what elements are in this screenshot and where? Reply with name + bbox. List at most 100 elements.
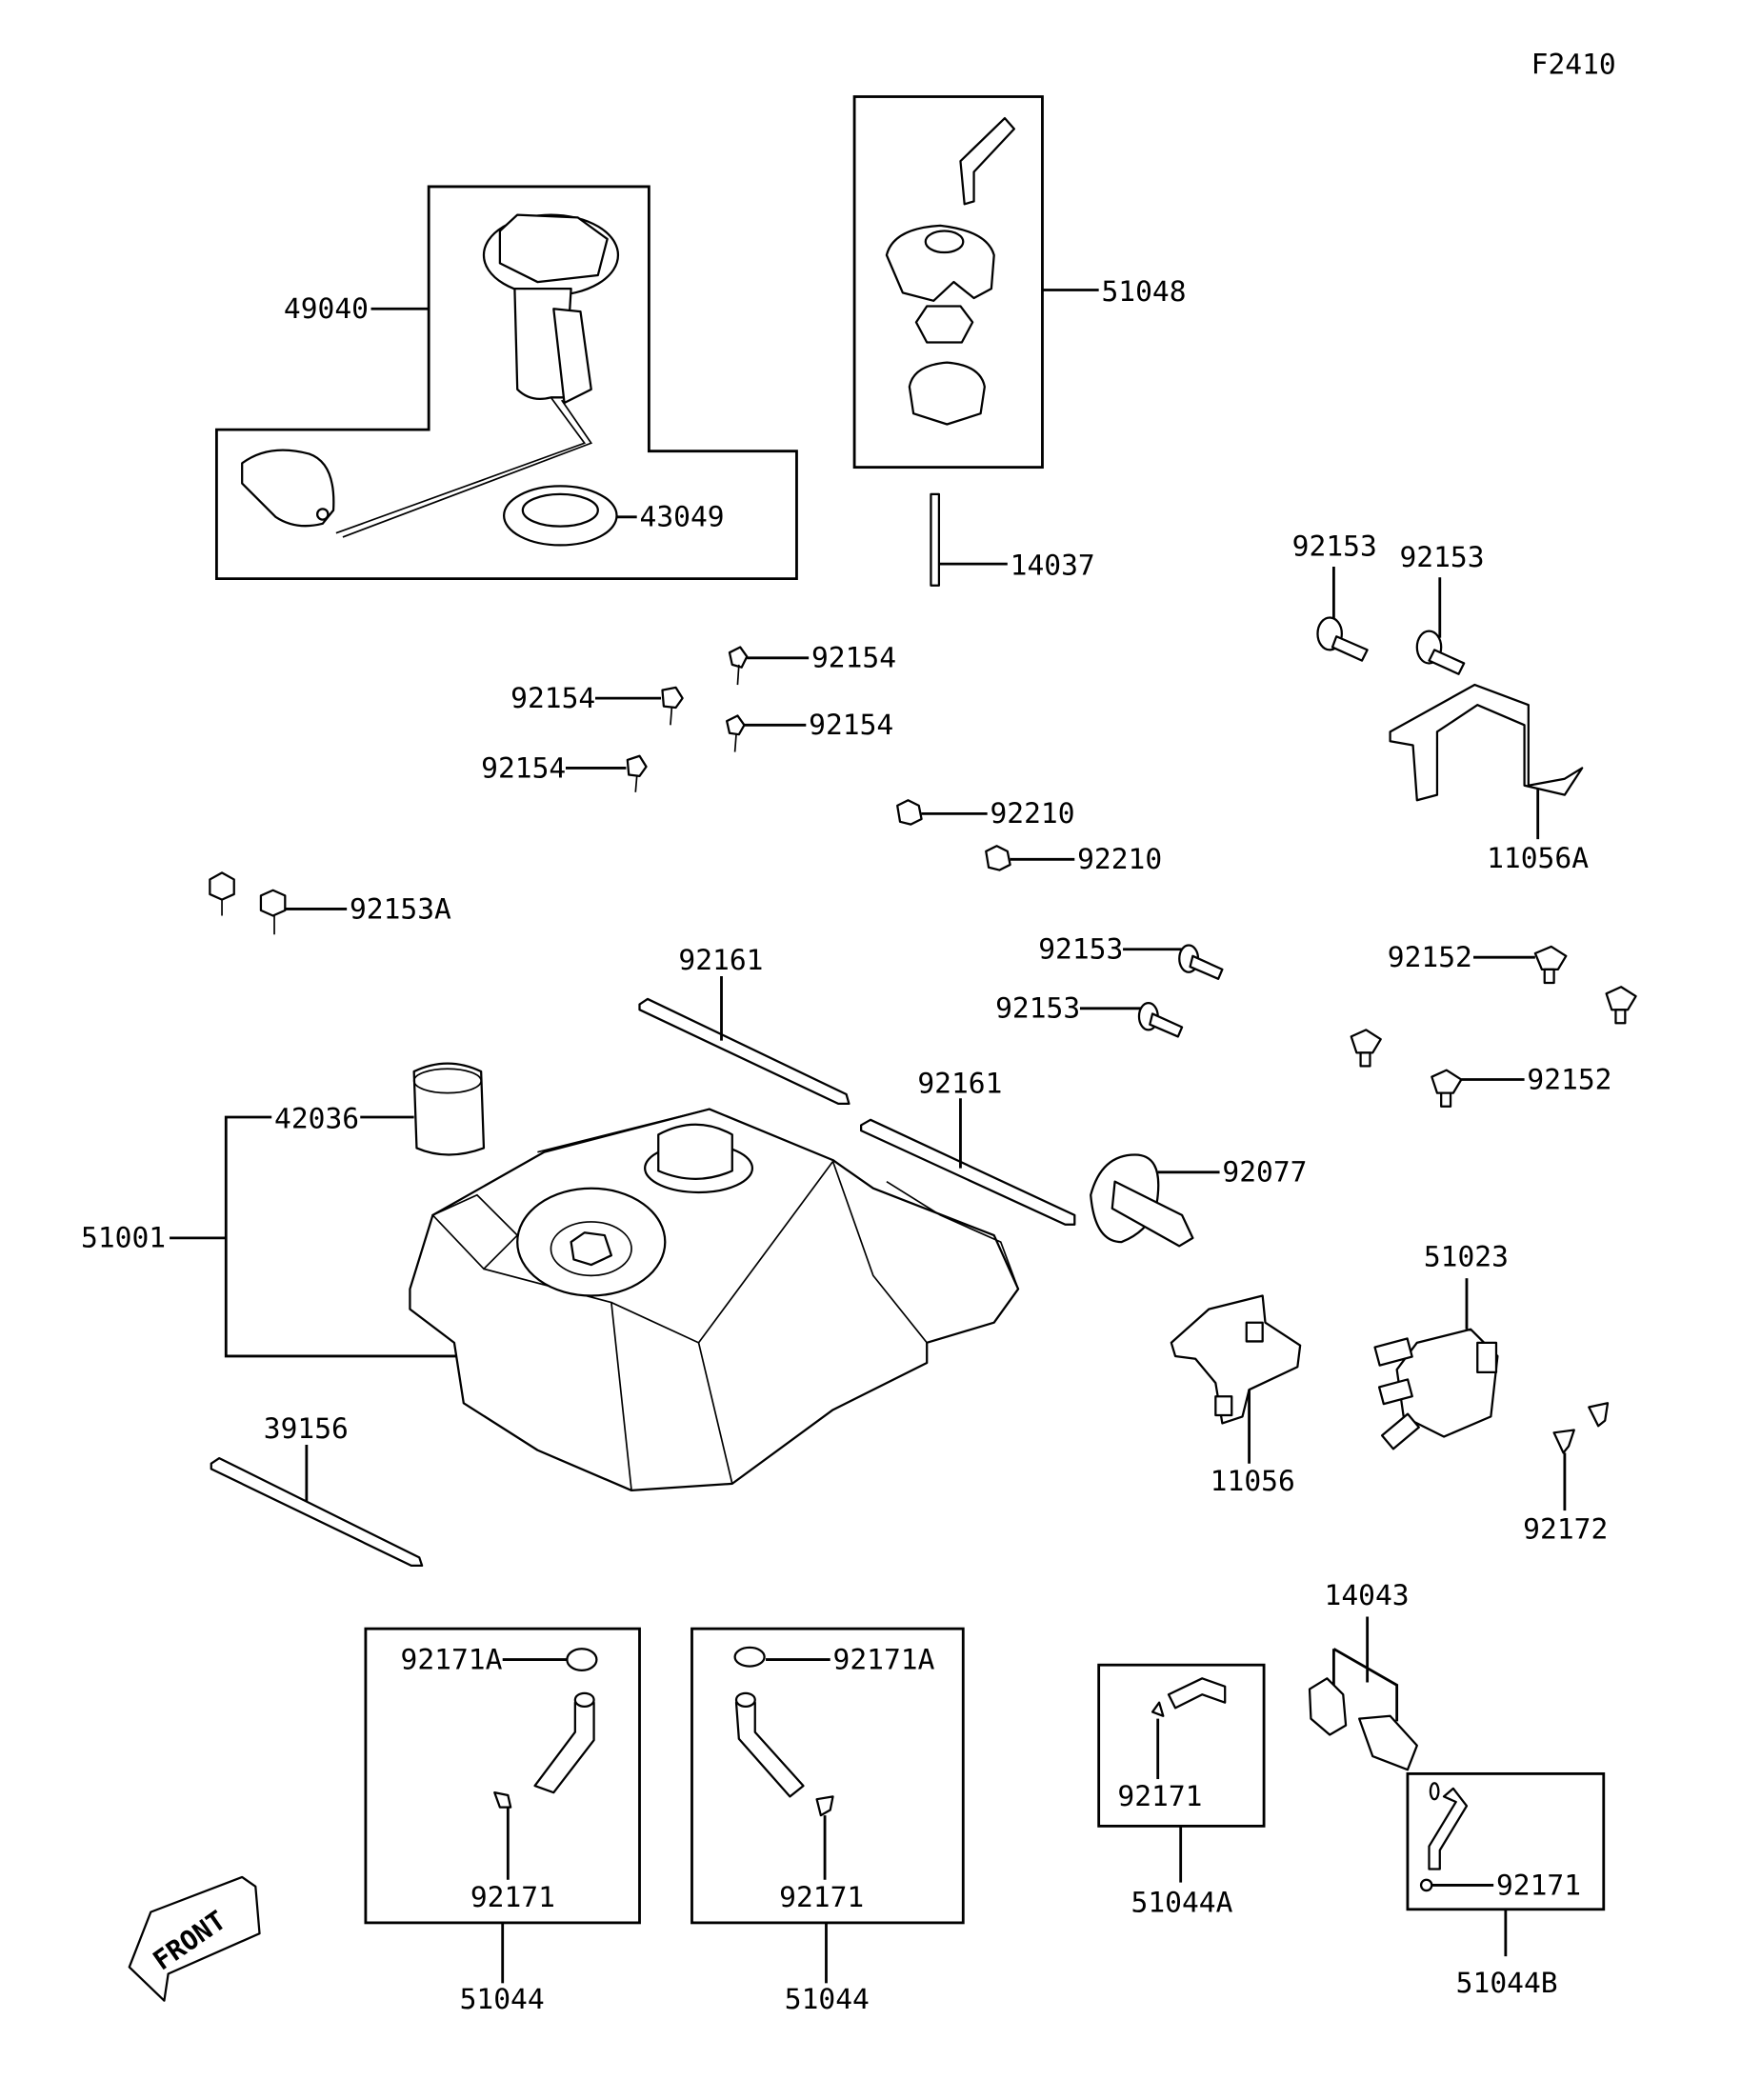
label-92153[interactable]: 92153 bbox=[1292, 530, 1377, 563]
bolt-icon bbox=[1350, 1029, 1382, 1068]
hose-group-51044B: 92171 51044B bbox=[1406, 1771, 1606, 1999]
screw-icon bbox=[728, 646, 749, 686]
fuel-cap-icon bbox=[885, 116, 1015, 426]
part-92154-4: 92154 bbox=[481, 751, 648, 792]
label-14043[interactable]: 14043 bbox=[1325, 1579, 1410, 1611]
label-92153A[interactable]: 92153A bbox=[350, 892, 451, 925]
part-92154-3: 92154 bbox=[726, 709, 893, 752]
part-11056: 11056 bbox=[1170, 1294, 1302, 1497]
front-direction-indicator: FRONT bbox=[128, 1875, 261, 2002]
part-92154-1: 92154 bbox=[728, 642, 896, 686]
label-92161[interactable]: 92161 bbox=[678, 944, 763, 976]
label-39156[interactable]: 39156 bbox=[264, 1412, 349, 1445]
collar-icon bbox=[412, 1062, 486, 1156]
screw-icon bbox=[661, 686, 684, 726]
front-arrow-icon bbox=[128, 1875, 261, 2002]
part-92153-top-right: 92153 bbox=[1399, 541, 1485, 675]
label-92210[interactable]: 92210 bbox=[1077, 843, 1162, 875]
nut-icon bbox=[896, 799, 923, 826]
part-92172: 92172 bbox=[1523, 1402, 1610, 1546]
label-92154[interactable]: 92154 bbox=[481, 751, 566, 784]
screw-icon bbox=[626, 754, 648, 792]
label-92171A[interactable]: 92171A bbox=[833, 1643, 935, 1675]
part-42036: 42036 bbox=[274, 1062, 486, 1156]
label-42036[interactable]: 42036 bbox=[274, 1102, 359, 1134]
label-92152[interactable]: 92152 bbox=[1388, 941, 1472, 973]
clamp-icon bbox=[1151, 1701, 1165, 1717]
label-51044A[interactable]: 51044A bbox=[1131, 1887, 1233, 1919]
fuel-cap-group: 51048 bbox=[852, 95, 1187, 470]
label-92153[interactable]: 92153 bbox=[995, 992, 1080, 1025]
label-92171A[interactable]: 92171A bbox=[401, 1643, 503, 1675]
label-11056A[interactable]: 11056A bbox=[1487, 842, 1589, 874]
part-92152-2: 92152 bbox=[1431, 1063, 1612, 1108]
hose-icon bbox=[1167, 1677, 1227, 1710]
bolt-icon bbox=[1316, 616, 1369, 662]
label-92172[interactable]: 92172 bbox=[1523, 1513, 1608, 1546]
label-92077[interactable]: 92077 bbox=[1222, 1156, 1307, 1189]
bracket-icon bbox=[1170, 1294, 1302, 1425]
part-39156: 39156 bbox=[210, 1412, 424, 1568]
hose-icon bbox=[734, 1701, 805, 1798]
label-92153[interactable]: 92153 bbox=[1038, 933, 1123, 966]
part-92153-mid-2: 92153 bbox=[995, 992, 1184, 1038]
label-51048[interactable]: 51048 bbox=[1101, 275, 1186, 308]
clamp-icon bbox=[1419, 1878, 1433, 1892]
label-43049[interactable]: 43049 bbox=[640, 501, 725, 533]
nut-icon bbox=[985, 845, 1011, 871]
part-14043: 14043 bbox=[1308, 1579, 1418, 1771]
label-51044[interactable]: 51044 bbox=[460, 1983, 545, 2015]
label-14037[interactable]: 14037 bbox=[1011, 549, 1095, 581]
hose-icon bbox=[1428, 1787, 1469, 1870]
label-92154[interactable]: 92154 bbox=[811, 642, 896, 674]
label-51044[interactable]: 51044 bbox=[785, 1983, 870, 2015]
fuel-valve-icon bbox=[1373, 1328, 1499, 1450]
label-51023[interactable]: 51023 bbox=[1424, 1240, 1509, 1272]
label-51001[interactable]: 51001 bbox=[81, 1222, 166, 1254]
label-92171[interactable]: 92171 bbox=[470, 1881, 555, 1913]
label-92171[interactable]: 92171 bbox=[779, 1881, 864, 1913]
damper-strip-icon bbox=[860, 1118, 1076, 1226]
bolt-icon bbox=[1415, 630, 1466, 675]
part-92210-1: 92210 bbox=[896, 797, 1075, 830]
label-92152[interactable]: 92152 bbox=[1527, 1063, 1611, 1095]
label-92153[interactable]: 92153 bbox=[1399, 541, 1484, 573]
label-92171[interactable]: 92171 bbox=[1117, 1780, 1202, 1812]
bolt-icon bbox=[209, 871, 287, 935]
bolt-icon bbox=[1431, 1069, 1463, 1108]
clamp-icon bbox=[566, 1648, 598, 1671]
part-11056A: 11056A bbox=[1389, 683, 1589, 874]
bolt-icon bbox=[1533, 945, 1568, 985]
hose-icon bbox=[533, 1701, 595, 1794]
label-11056[interactable]: 11056 bbox=[1211, 1465, 1295, 1497]
clamp-icon bbox=[815, 1795, 834, 1817]
pad-icon bbox=[210, 1456, 424, 1568]
figure-id: F2410 bbox=[1531, 49, 1616, 81]
clamp-icon bbox=[1429, 1782, 1440, 1801]
clip-icon bbox=[1588, 1402, 1610, 1428]
hose-group-51044A: 92171 51044A bbox=[1097, 1663, 1266, 1919]
label-92210[interactable]: 92210 bbox=[990, 797, 1074, 830]
hose-group-51044-left: 92171A 92171 51044 bbox=[364, 1627, 641, 2015]
bracket-a-icon bbox=[1389, 683, 1584, 802]
part-51001: 51001 bbox=[81, 1108, 1020, 1492]
label-92154[interactable]: 92154 bbox=[510, 682, 595, 714]
label-51044B[interactable]: 51044B bbox=[1456, 1967, 1558, 1999]
label-92161[interactable]: 92161 bbox=[917, 1068, 1002, 1100]
grommet-icon bbox=[1090, 1153, 1194, 1248]
hose-group-51044-right: 92171A 92171 51044 bbox=[690, 1627, 965, 2015]
fuel-pump-icon bbox=[241, 213, 620, 538]
part-92161-2: 92161 bbox=[860, 1068, 1076, 1226]
screw-icon bbox=[726, 714, 746, 752]
label-92154[interactable]: 92154 bbox=[809, 709, 893, 741]
part-51023: 51023 bbox=[1373, 1240, 1509, 1450]
part-92153-top-left: 92153 bbox=[1292, 530, 1377, 662]
drain-tube-icon bbox=[930, 492, 941, 587]
label-92171[interactable]: 92171 bbox=[1496, 1869, 1581, 1901]
fuel-tank-icon bbox=[409, 1108, 1020, 1492]
clamp-icon bbox=[733, 1646, 766, 1668]
part-14037: 14037 bbox=[930, 492, 1095, 587]
label-49040[interactable]: 49040 bbox=[284, 292, 369, 325]
part-92077: 92077 bbox=[1090, 1153, 1307, 1248]
